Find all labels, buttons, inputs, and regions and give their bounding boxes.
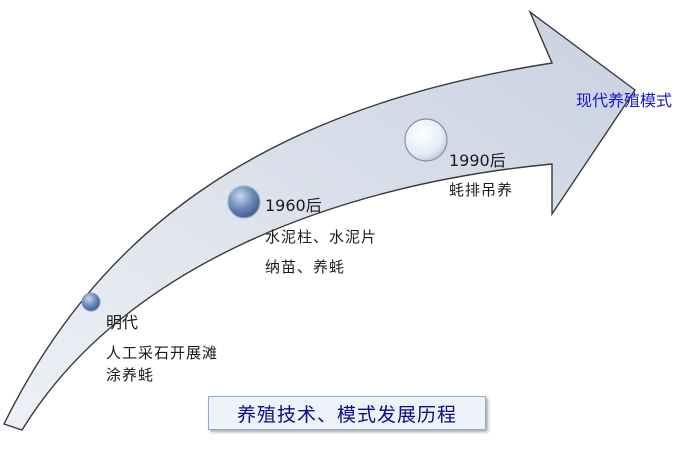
milestone-desc-ming-line1: 人工采石开展滩	[106, 344, 219, 362]
caption-text: 养殖技术、模式发展历程	[236, 403, 457, 426]
progress-arrow	[3, 9, 636, 431]
milestone-marker-1990	[404, 118, 448, 162]
milestone-era-ming: 明代	[106, 313, 139, 332]
milestone-desc-ming-line2: 涂养蚝	[106, 366, 155, 384]
milestone-era-1960: 1960后	[265, 196, 322, 215]
milestone-desc-1990-line1: 蚝排吊养	[449, 181, 514, 199]
milestone-era-1990: 1990后	[449, 151, 506, 170]
milestone-desc-1960-line1: 水泥柱、水泥片	[265, 228, 378, 246]
milestone-desc-1960-line2: 纳苗、养蚝	[265, 258, 346, 276]
caption-box: 养殖技术、模式发展历程	[208, 396, 486, 430]
milestone-marker-ming	[81, 292, 101, 312]
milestone-marker-1960	[227, 185, 261, 219]
final-stage-label: 现代养殖模式	[576, 91, 673, 110]
